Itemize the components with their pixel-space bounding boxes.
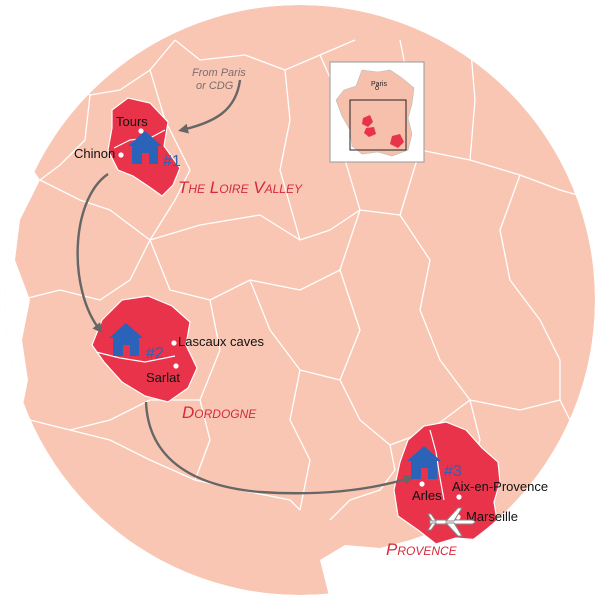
inset-paris-label: Paris	[371, 81, 387, 88]
base-3-number: #3	[444, 463, 462, 480]
city-label-sarlat: Sarlat	[146, 370, 180, 385]
city-label-marseille: Marseille	[466, 509, 518, 524]
inset-paris-dot	[375, 86, 379, 90]
base-3-house-icon	[407, 446, 441, 479]
route-arrows	[76, 79, 414, 495]
route-arrow-dordogne-provence	[144, 401, 414, 495]
base-2-house-icon	[109, 323, 143, 356]
inset-dordogne-marker	[364, 127, 376, 137]
inset-loire-marker	[362, 115, 373, 127]
inset-provence-marker	[390, 134, 404, 148]
city-dot-tours	[138, 128, 144, 134]
inset-map: Paris	[329, 61, 425, 163]
route-note-line2: or CDG	[196, 80, 234, 92]
region-label-provence: Provence	[386, 540, 458, 559]
city-dot-lascaux	[171, 340, 177, 346]
city-label-aix: Aix-en-Provence	[452, 479, 548, 494]
city-label-arles: Arles	[412, 488, 442, 503]
city-label-chinon: Chinon	[74, 146, 115, 161]
inset-viewport-box	[349, 99, 407, 151]
city-dots	[118, 128, 462, 520]
route-note-line1: From Paris	[192, 67, 246, 79]
city-dot-chinon	[118, 152, 124, 158]
base-2-number: #2	[146, 345, 164, 362]
inset-france-shape	[335, 69, 415, 157]
base-1-number: #1	[163, 153, 181, 170]
region-provence-river	[429, 429, 445, 501]
atlantic-sea	[5, 5, 95, 500]
land-fill	[5, 5, 595, 595]
region-dordogne-shape	[91, 295, 198, 403]
city-dot-sarlat	[173, 363, 179, 369]
region-dordogne-river	[95, 351, 176, 363]
region-label-dordogne: Dordogne	[182, 403, 257, 422]
region-label-loire: The Loire Valley	[178, 178, 303, 197]
base-1-house-icon	[128, 131, 162, 164]
city-dot-aix	[456, 494, 462, 500]
route-arrow-paris-loire	[178, 79, 242, 134]
route-arrow-loire-dordogne	[76, 173, 109, 334]
city-label-lascaux: Lascaux caves	[178, 334, 264, 349]
city-dot-arles	[419, 481, 425, 487]
airplane-icon	[427, 507, 476, 537]
city-label-tours: Tours	[116, 114, 148, 129]
